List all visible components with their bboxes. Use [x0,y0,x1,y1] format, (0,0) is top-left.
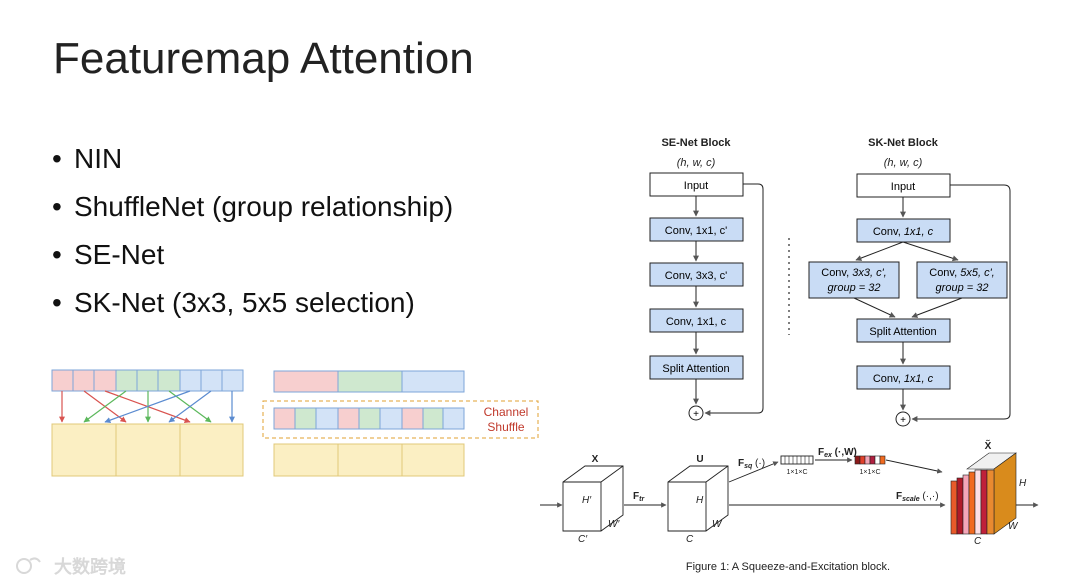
label-wp: W′ [608,519,620,530]
sk-block-title: SK-Net Block [868,137,939,149]
se-split-label: Split Attention [662,363,729,375]
group-block [401,443,465,477]
sk-right-branch-box [916,261,1008,299]
shuffle-label: Shuffle [487,420,524,434]
watermark-text: 大数跨境 [54,556,126,577]
label-u: U [696,454,703,465]
watermark-logo-icon [16,557,41,574]
label-w2: W [1008,521,1019,532]
group-block [179,423,244,477]
label-fsq: Fsq (·) [738,458,765,470]
cube-x-tilde [950,452,1017,535]
sk-block-shape: (h, w, c) [884,157,923,169]
sk-right-branch-label: Conv, 5x5, c', [929,267,995,279]
se-conv3-label: Conv, 1x1, c [666,316,727,328]
sk-right-branch-group: group = 32 [936,282,989,294]
label-c2: C [974,536,982,547]
sk-split-label: Split Attention [869,326,936,338]
label-w: W [712,519,723,530]
watermark: 大数跨境 [10,552,150,580]
figure-caption: Figure 1: A Squeeze-and-Excitation block… [686,561,890,573]
se-conv2-label: Conv, 3x3, c' [665,270,727,282]
sk-conv1-label: Conv, 1x1, c [873,226,934,238]
sk-left-branch-box [808,261,900,299]
shuffle-box [262,400,539,439]
group-bar [401,370,465,393]
se-plus-node [688,405,704,421]
label-ftr: Ftr [633,491,645,503]
label-vec1: 1×1×C [786,469,807,476]
shuffled-cell [442,407,465,430]
sk-left-branch-label: Conv, 3x3, c', [821,267,887,279]
label-c: C [686,534,694,545]
sk-conv3-label: Conv, 1x1, c [873,373,934,385]
sk-left-branch-group: group = 32 [828,282,881,294]
bullet-item: SE-Net [52,236,453,284]
label-fex: Fex (·,W) [818,447,857,459]
se-block-title: SE-Net Block [661,137,731,149]
bullet-item: ShuffleNet (group relationship) [52,188,453,236]
bullet-item: SK-Net (3x3, 5x5 selection) [52,284,453,332]
group-block [51,423,117,477]
label-h: H [696,495,704,506]
se-block-shape: (h, w, c) [677,157,716,169]
label-cp: C′ [578,534,588,545]
label-x-tilde: X̃ [985,439,992,452]
se-input-label: Input [684,180,708,192]
shuffle-label: Channel [484,405,529,419]
sk-input-label: Input [891,181,915,193]
bullet-item: NIN [52,140,453,188]
label-x: X [592,454,599,465]
se-plus-label: + [693,409,699,420]
group-block [337,443,403,477]
bullet-list: NIN ShuffleNet (group relationship) SE-N… [52,140,453,332]
label-fscale: Fscale (·,·) [896,491,939,503]
slide-title: Featuremap Attention [53,34,474,83]
label-vec2: 1×1×C [859,469,880,476]
label-h2: H [1019,478,1027,489]
label-hp: H′ [582,495,592,506]
sk-plus-label: + [900,415,906,426]
sk-plus-node [895,411,911,427]
se-conv1-label: Conv, 1x1, c' [665,225,727,237]
